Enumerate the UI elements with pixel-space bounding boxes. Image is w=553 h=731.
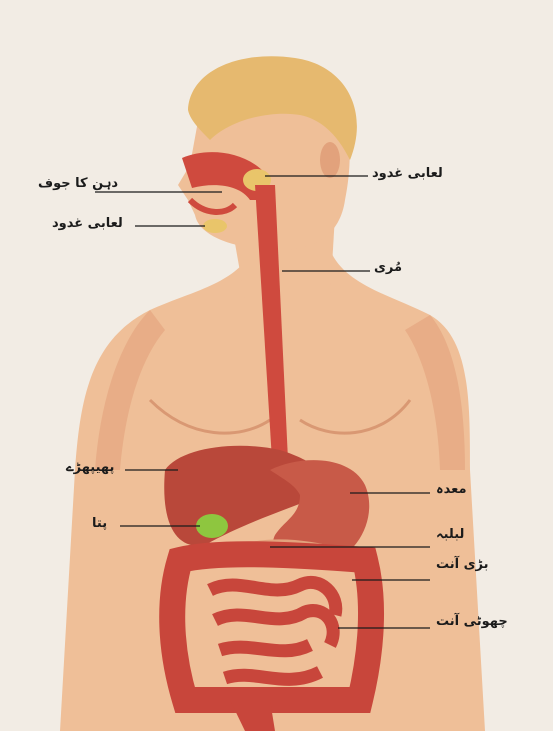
label-esophagus: مُری: [374, 260, 402, 275]
salivary-gland-lower: [203, 219, 227, 233]
label-pancreas: لبلبہ: [436, 527, 464, 542]
label-stomach: معدہ: [436, 482, 467, 497]
label-mouth-cavity: دہن کا جوف: [38, 176, 118, 191]
label-large-intestine: بڑی آنت: [436, 557, 489, 572]
label-salivary-gland-upper: لعابی غدود: [372, 166, 443, 181]
label-salivary-gland-lower: لعابی غدود: [52, 216, 123, 231]
label-gallbladder: پتا: [92, 516, 107, 531]
ear: [320, 142, 340, 178]
gallbladder: [196, 514, 228, 538]
label-lungs: پھیپھڑے: [66, 460, 114, 475]
label-small-intestine: چھوٹی آنت: [436, 614, 508, 629]
